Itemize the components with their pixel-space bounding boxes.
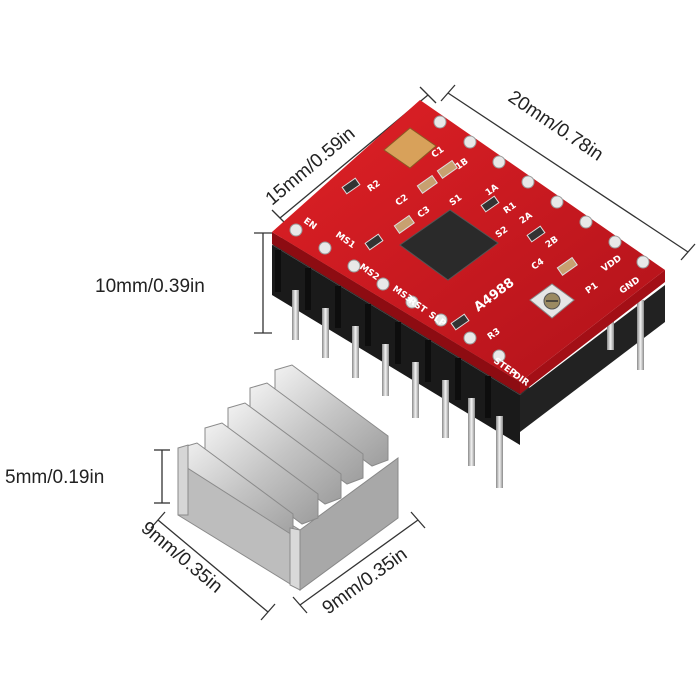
- heatsink-height-label: 5mm/0.19in: [5, 467, 104, 488]
- heatsink: [177, 364, 399, 591]
- tantalum-capacitor: [383, 127, 437, 169]
- solder-pads-front: [289, 223, 506, 363]
- pin-header-right: [520, 285, 665, 432]
- potentiometer: [529, 283, 575, 319]
- driver-chip: [399, 209, 499, 281]
- dimension-height-label: 10mm/0.39in: [95, 276, 205, 297]
- heatsink-fins: [177, 364, 389, 541]
- stepper-driver-board: A4988 EN MS1 MS2 MS3 RST SLP STEP DIR VD…: [272, 100, 665, 488]
- smd-components: [341, 159, 578, 331]
- solder-pads-back: [433, 115, 650, 269]
- dimension-lines: [150, 84, 696, 621]
- pcb-edge: [272, 232, 520, 394]
- header-pins: [292, 290, 644, 488]
- dimension-length-label: 20mm/0.78in: [504, 87, 607, 166]
